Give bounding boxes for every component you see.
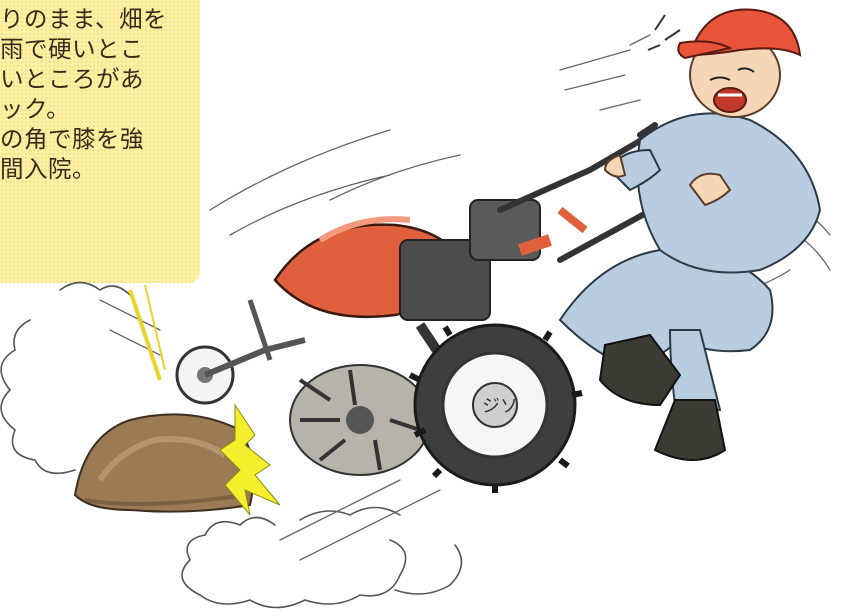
wheel-text: ジソ [482,396,518,417]
main-wheel: ジソ [408,323,583,493]
caption-line-2: 雨で硬いとこ [0,35,144,63]
caption-line-6: 間入院。 [0,155,96,183]
tiller-body [273,199,588,388]
rock [73,413,255,513]
caption-line-5: の角で膝を強 [0,125,144,153]
caption-line-1: りのまま、畑を [0,5,168,33]
tiller-tines [289,364,431,476]
dust-clouds [0,281,463,609]
impact-spark [128,284,281,516]
farmer [558,8,822,461]
caption-line-3: いところがあ [0,65,144,93]
caption-box: りのまま、畑を 雨で硬いとこ いところがあ ック。 の角で膝を強 間入院。 [0,0,200,283]
speed-lines [99,34,831,561]
caption-line-4: ック。 [0,95,71,123]
rear-small-wheel [175,299,306,405]
